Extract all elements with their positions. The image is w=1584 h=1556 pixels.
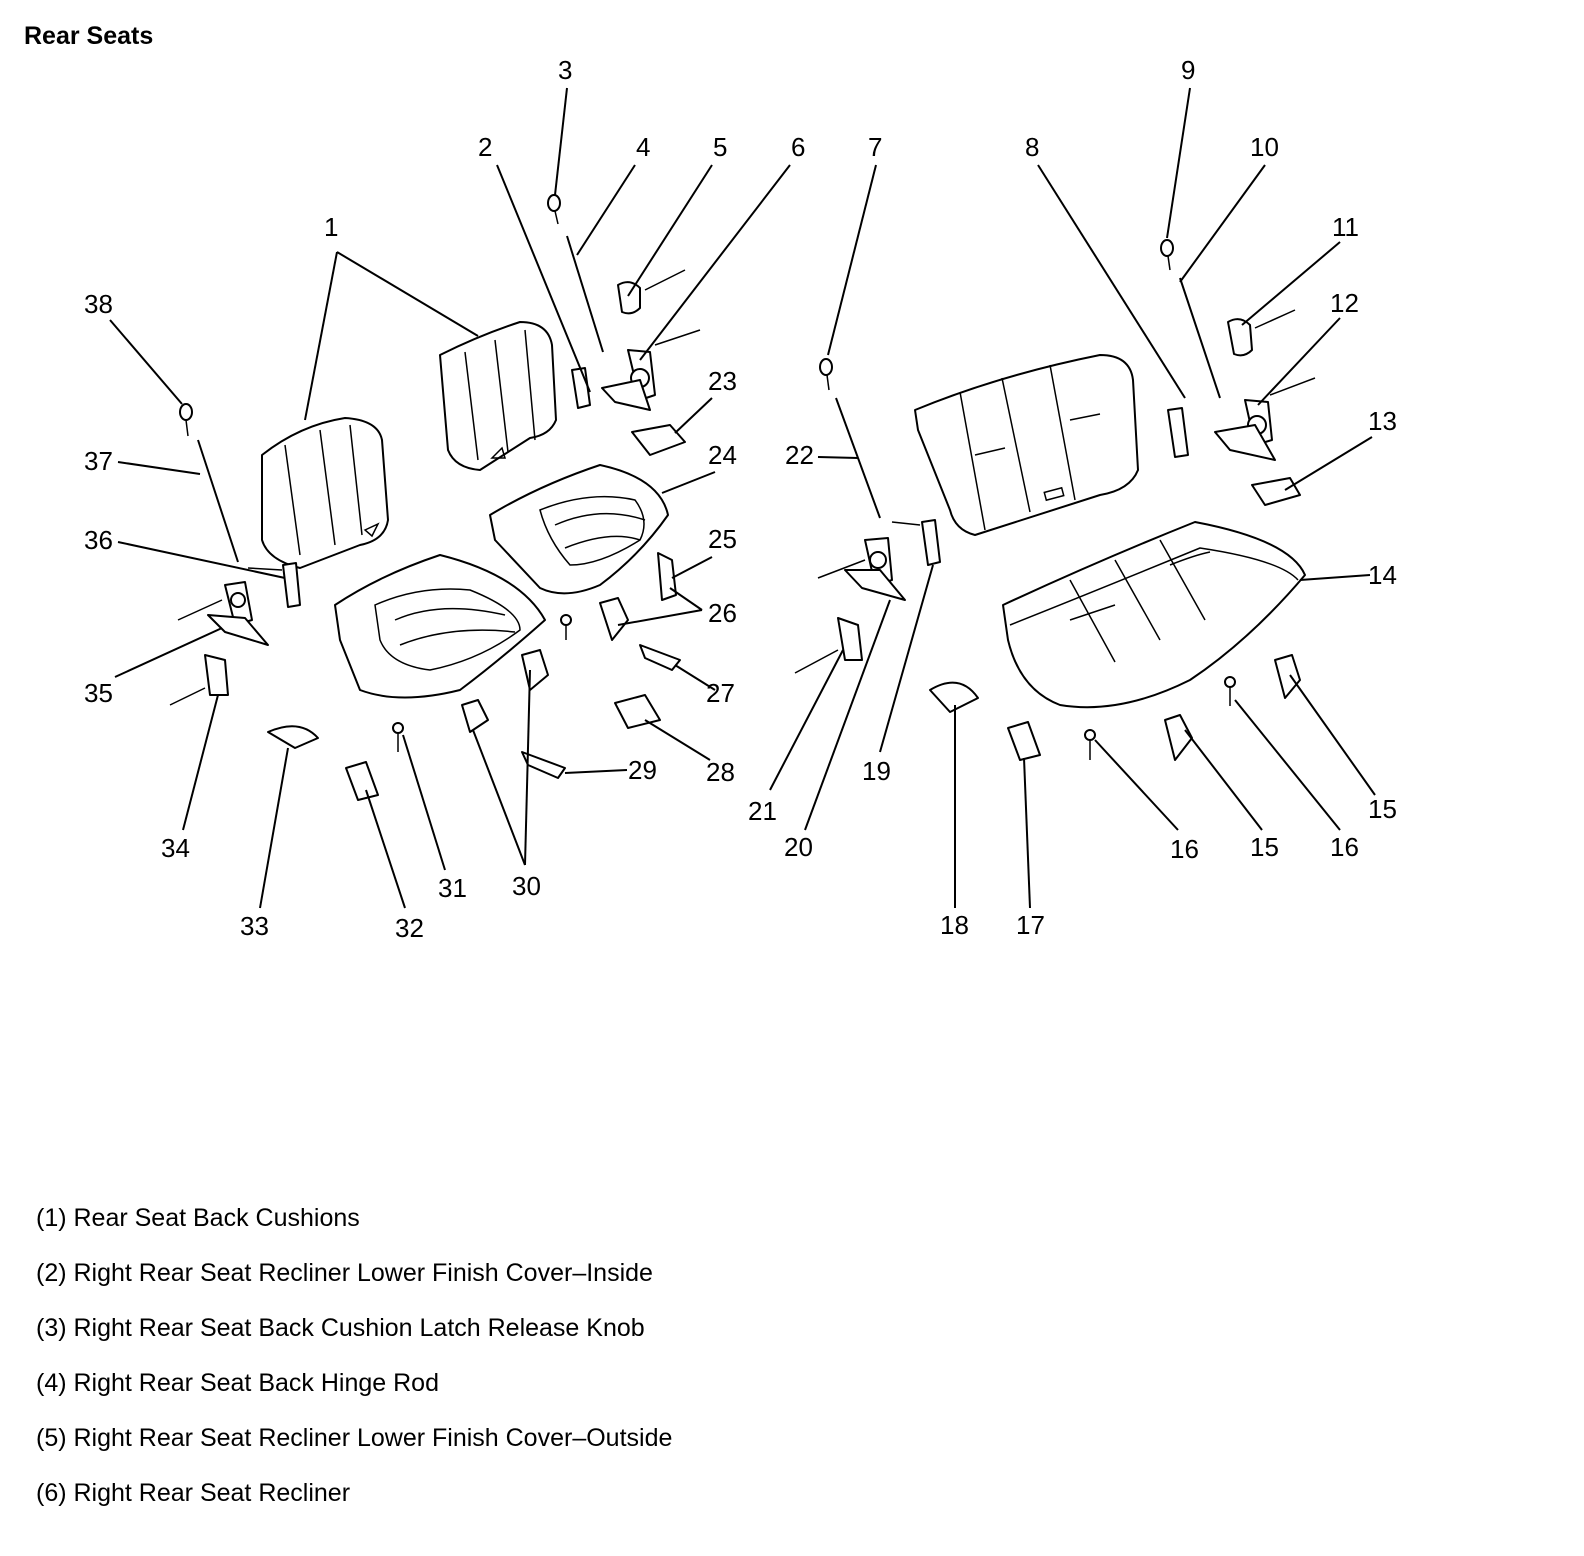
callout-33: 33: [240, 911, 269, 941]
callout-23: 23: [708, 366, 737, 396]
callout-32: 32: [395, 913, 424, 943]
pad-33: [267, 725, 319, 749]
callout-24: 24: [708, 440, 737, 470]
callout-38: 38: [84, 289, 113, 319]
pad-23: [631, 424, 686, 456]
legend-item: (4) Right Rear Seat Back Hinge Rod: [36, 1369, 439, 1397]
callout-25: 25: [708, 524, 737, 554]
callout-21: 21: [748, 796, 777, 826]
callout-3: 3: [558, 55, 572, 85]
recliner-cover-8: [1167, 407, 1189, 458]
exploded-parts-diagram: 1 2 3 4 5 6 7 8 9 10 11 12 13 14 15 15 1…: [84, 55, 1397, 943]
buckle-29: [521, 751, 566, 779]
callout-16-left: 16: [1170, 834, 1199, 864]
hinge-rod-10: [1179, 277, 1221, 399]
left-outer-seat-back-cushion: [261, 417, 389, 569]
recliner-6: [601, 329, 701, 411]
callout-19: 19: [862, 756, 891, 786]
latch-bracket-15: [1164, 654, 1301, 761]
callout-16-right: 16: [1330, 832, 1359, 862]
callout-35: 35: [84, 678, 113, 708]
latch-knob-9: [1160, 239, 1174, 271]
parts-legend: (1) Rear Seat Back Cushions (2) Right Re…: [36, 1200, 672, 1530]
hinge-cover-34: [169, 654, 229, 706]
callout-22: 22: [785, 440, 814, 470]
cover-17: [1007, 721, 1041, 761]
callout-9: 9: [1181, 55, 1195, 85]
callout-12: 12: [1330, 288, 1359, 318]
recliner-12: [1214, 377, 1316, 461]
recliner-cover-11: [1227, 309, 1296, 357]
latch-bracket-30: [461, 649, 549, 733]
callout-29: 29: [628, 755, 657, 785]
hinge-rod-4: [566, 235, 604, 353]
callout-6: 6: [791, 132, 805, 162]
legend-item: (5) Right Rear Seat Recliner Lower Finis…: [36, 1424, 673, 1452]
right-bench-seat-back: [914, 354, 1139, 536]
legend-item: (6) Right Rear Seat Recliner: [36, 1479, 351, 1507]
callout-10: 10: [1250, 132, 1279, 162]
left-inner-seat-cushion-24: [489, 464, 669, 595]
bumpers: [392, 614, 1236, 760]
callout-8: 8: [1025, 132, 1039, 162]
left-inner-seat-back-cushion: [439, 321, 557, 471]
leader-lines: [109, 87, 1376, 909]
callout-13: 13: [1368, 406, 1397, 436]
hinge-rod-37: [197, 439, 239, 563]
buckle-27: [639, 644, 681, 671]
callout-37: 37: [84, 446, 113, 476]
callout-15-right: 15: [1368, 794, 1397, 824]
callout-18: 18: [940, 910, 969, 940]
legend-item: (2) Right Rear Seat Recliner Lower Finis…: [36, 1259, 653, 1287]
latch-knob-3: [547, 194, 561, 225]
recliner-cover-5: [617, 269, 686, 315]
callout-14: 14: [1368, 560, 1397, 590]
pad-28: [614, 694, 661, 729]
recliner-20: [817, 537, 906, 601]
callout-26: 26: [708, 598, 737, 628]
pad-18: [929, 681, 979, 713]
callout-27: 27: [706, 678, 735, 708]
callout-1: 1: [324, 212, 338, 242]
recliner-cover-19: [891, 519, 941, 566]
latch-knob-7: [819, 358, 833, 391]
callout-28: 28: [706, 757, 735, 787]
cover-32: [345, 761, 379, 801]
callout-5: 5: [713, 132, 727, 162]
callout-2: 2: [478, 132, 492, 162]
callout-17: 17: [1016, 910, 1045, 940]
right-bench-seat-cushion-14: [1002, 521, 1306, 709]
recliner-35: [177, 581, 269, 646]
page-title: Rear Seats: [24, 22, 154, 50]
pad-13: [1251, 477, 1301, 506]
callout-30: 30: [512, 871, 541, 901]
callout-31: 31: [438, 873, 467, 903]
callout-36: 36: [84, 525, 113, 555]
legend-item: (1) Rear Seat Back Cushions: [36, 1204, 360, 1232]
callout-11: 11: [1332, 212, 1359, 242]
callout-15-center: 15: [1250, 832, 1279, 862]
latch-knob-38: [179, 403, 193, 437]
callout-labels: 1 2 3 4 5 6 7 8 9 10 11 12 13 14 15 15 1…: [84, 55, 1397, 943]
callout-7: 7: [868, 132, 882, 162]
callout-34: 34: [161, 833, 190, 863]
recliner-cover-36: [247, 562, 301, 608]
callout-4: 4: [636, 132, 650, 162]
hinge-cover-21: [794, 617, 863, 674]
left-outer-seat-cushion: [334, 554, 546, 699]
callout-20: 20: [784, 832, 813, 862]
legend-item: (3) Right Rear Seat Back Cushion Latch R…: [36, 1314, 645, 1342]
